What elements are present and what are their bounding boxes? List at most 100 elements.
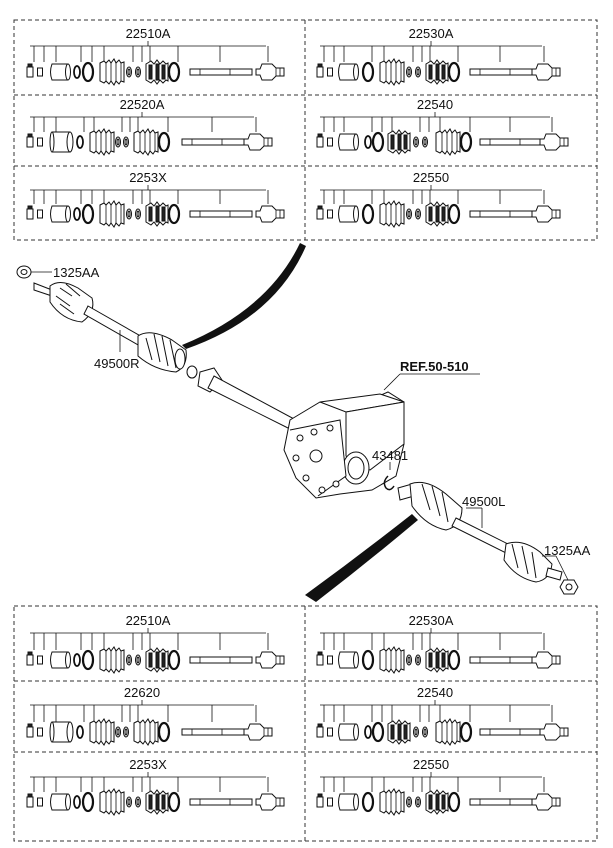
cv-end-part — [531, 793, 561, 811]
bottom-kit-label: 22550 — [413, 757, 449, 772]
clamp-part — [413, 726, 419, 738]
clamp-part — [135, 796, 141, 808]
shaft-long-part — [469, 798, 533, 806]
ring-lg-part — [361, 649, 375, 671]
housing-part — [49, 131, 74, 153]
boot-dark-part — [145, 59, 169, 85]
clamp-part — [123, 726, 129, 738]
cv-end-part — [243, 723, 273, 741]
boot-part — [379, 788, 405, 816]
bolt-part — [316, 63, 324, 78]
clamp-part — [406, 654, 412, 666]
cv-end-part — [531, 63, 561, 81]
cv-end-part — [539, 723, 569, 741]
bottom-kit-3: 22620 — [26, 685, 273, 746]
ring-sm-part — [364, 135, 372, 149]
leader-ref — [383, 373, 401, 391]
cup-part — [338, 793, 359, 811]
cv-end-part — [255, 793, 285, 811]
ring-lg-part — [81, 649, 95, 671]
bottom-kit-label: 22530A — [409, 613, 454, 628]
ring-lg-part — [81, 61, 95, 83]
shaft-left — [397, 481, 563, 583]
top-kit-label: 22530A — [409, 26, 454, 41]
cup-part — [338, 133, 359, 151]
ring-lg-part — [167, 649, 181, 671]
bottom-kit-label: 22620 — [124, 685, 160, 700]
top-kit-6: 22550 — [316, 170, 561, 228]
clamp-part — [415, 208, 421, 220]
ring-lg-part — [459, 721, 473, 743]
top-kit-4: 22540 — [316, 97, 569, 156]
ring-lg-part — [167, 203, 181, 225]
boot-dark-part — [425, 59, 449, 85]
boot-part — [435, 128, 461, 156]
pin-part — [327, 797, 333, 807]
top-kit-2: 22530A — [316, 26, 561, 86]
cv-end-part — [243, 133, 273, 151]
top-kit-3: 22520A — [26, 97, 273, 156]
bolt-part — [26, 205, 34, 220]
bolt-part — [26, 63, 34, 78]
shaft-long-part — [189, 656, 253, 664]
top-kit-section: 22510A 22530A 22520A 22540 2253X 22550 — [13, 19, 598, 241]
bottom-connector-swoosh — [305, 514, 418, 602]
cv-end-part — [255, 651, 285, 669]
top-kit-cells: 22510A 22530A 22520A 22540 2253X 22550 — [26, 26, 569, 228]
bolt-part — [316, 793, 324, 808]
clamp-part — [406, 796, 412, 808]
top-kit-label: 22540 — [417, 97, 453, 112]
clamp-part — [123, 136, 129, 148]
pin-part — [327, 655, 333, 665]
label-shaft-right: 49500R — [94, 356, 140, 371]
clamp-part — [126, 796, 132, 808]
ring-lg-part — [361, 203, 375, 225]
top-kit-label: 22550 — [413, 170, 449, 185]
cv-end-part — [539, 133, 569, 151]
top-kit-label: 22510A — [126, 26, 171, 41]
shaft-long-part — [189, 798, 253, 806]
cup-part — [50, 651, 71, 669]
ring-sm-part — [76, 725, 84, 739]
clamp-part — [422, 136, 428, 148]
boot-part — [133, 718, 159, 746]
pin-part — [37, 655, 43, 665]
bolt-part — [26, 651, 34, 666]
boot-dark-part — [145, 647, 169, 673]
clamp-part — [135, 654, 141, 666]
bolt-part — [316, 723, 324, 738]
clamp-part — [126, 66, 132, 78]
ring-sm-part — [76, 135, 84, 149]
boot-part — [99, 200, 125, 228]
cup-part — [50, 793, 71, 811]
boot-dark-part — [145, 201, 169, 227]
ring-sm-part — [73, 795, 81, 809]
ring-sm-part — [73, 65, 81, 79]
ring-sm-part — [73, 207, 81, 221]
clamp-part — [126, 654, 132, 666]
clamp-part — [406, 66, 412, 78]
bottom-kit-label: 22540 — [417, 685, 453, 700]
boot-part — [89, 128, 115, 156]
ring-lg-part — [447, 61, 461, 83]
label-shaft-left: 49500L — [462, 494, 505, 509]
housing-part — [49, 721, 74, 743]
ring-lg-part — [361, 61, 375, 83]
top-kit-5: 2253X — [26, 170, 285, 228]
ring-lg-part — [81, 791, 95, 813]
boot-part — [133, 128, 159, 156]
bottom-kit-6: 22550 — [316, 757, 561, 816]
washer-nut-bottom — [559, 579, 579, 595]
boot-dark-part — [425, 789, 449, 815]
shaft-long-part — [469, 210, 533, 218]
top-kit-1: 22510A — [26, 26, 285, 86]
cv-end-part — [531, 205, 561, 223]
pin-part — [37, 209, 43, 219]
snap-ring-clip — [383, 475, 395, 491]
shaft-long-part — [181, 138, 245, 146]
ring-lg-part — [447, 649, 461, 671]
pin-part — [37, 727, 43, 737]
shaft-long-part — [189, 68, 253, 76]
cv-end-part — [255, 205, 285, 223]
